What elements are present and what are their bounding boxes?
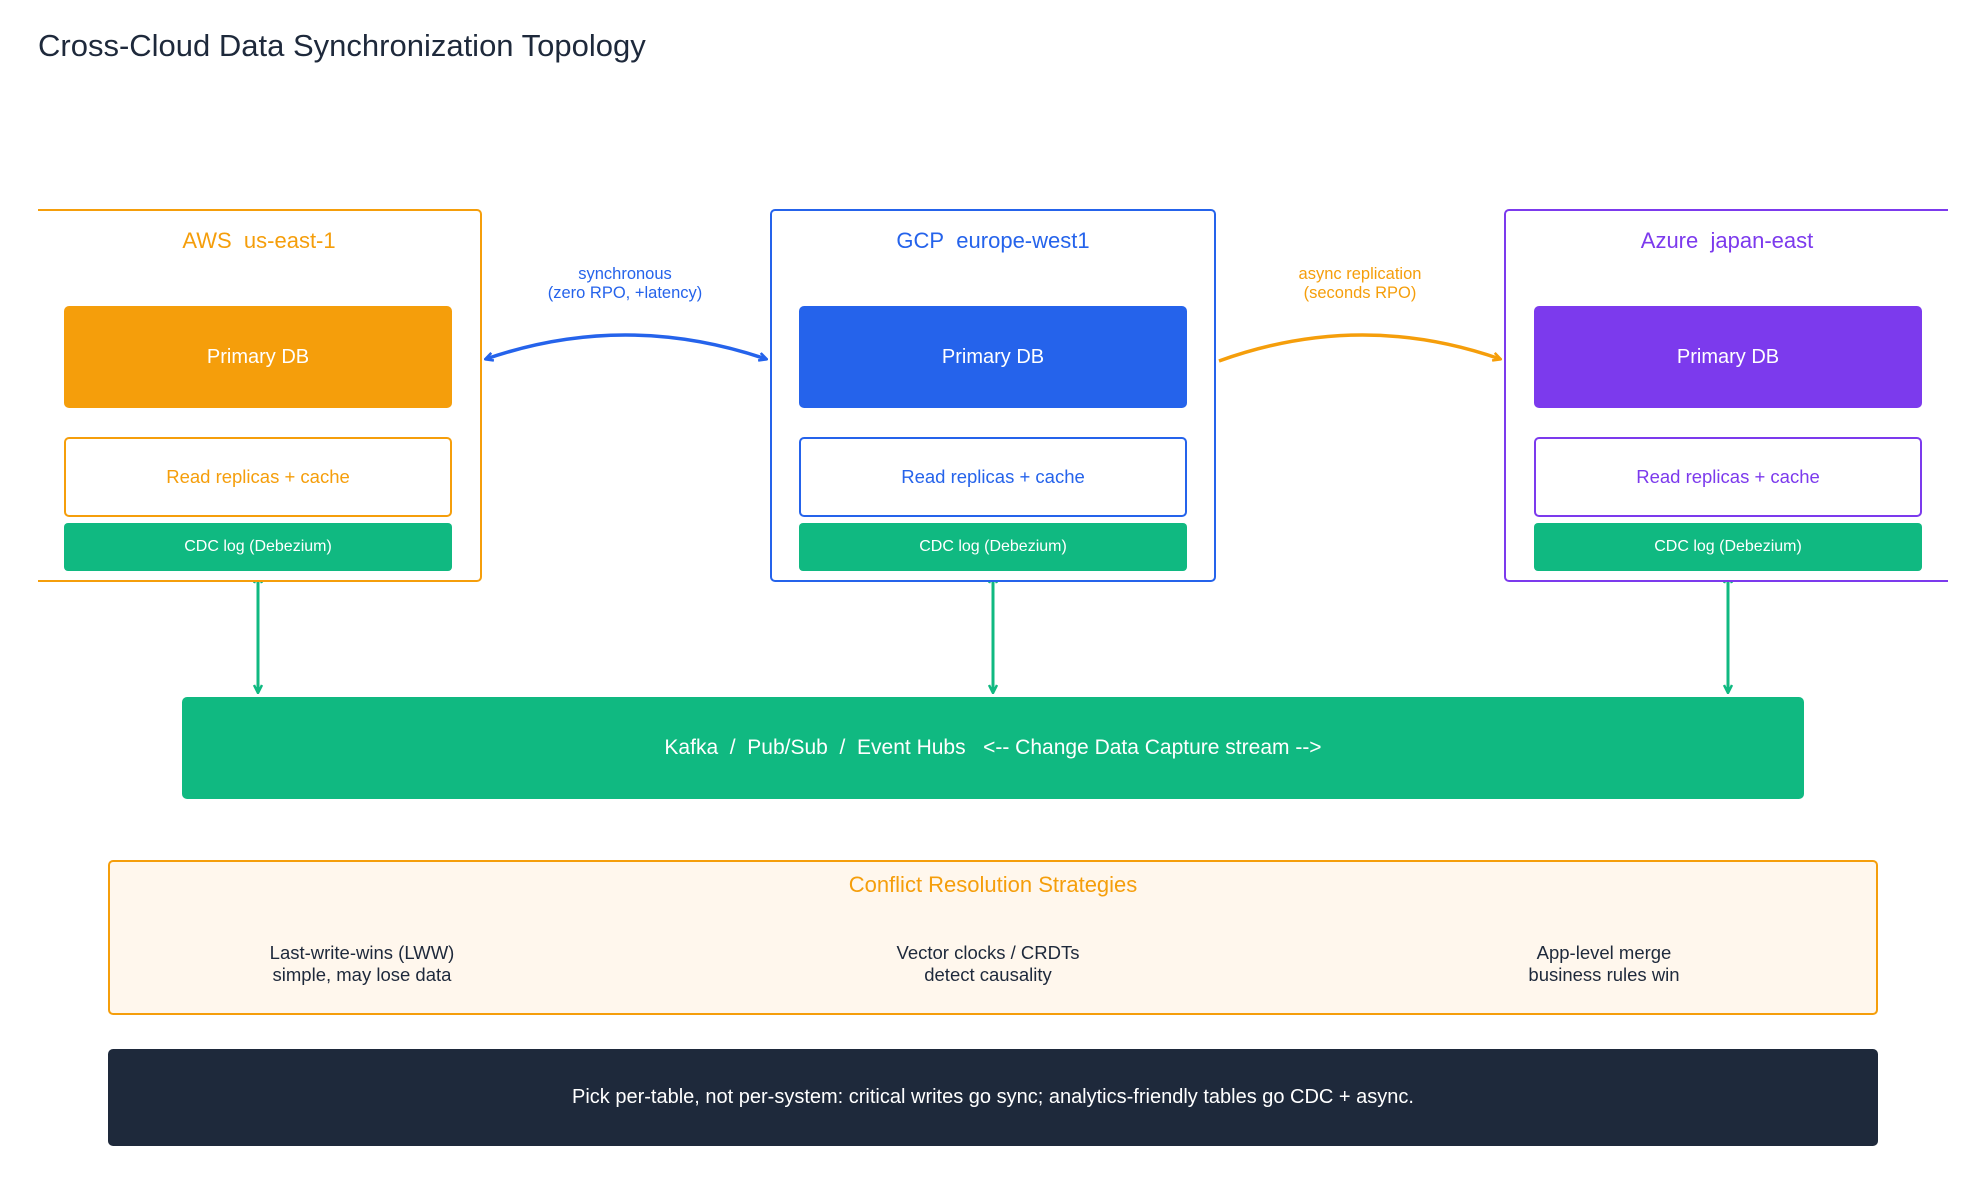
strategy-lww-note: simple, may lose data <box>272 964 452 985</box>
strategy-app-merge-note: business rules win <box>1528 964 1680 985</box>
azure-cdc-log: CDC log (Debezium) <box>1534 523 1922 571</box>
gcp-read-replicas: Read replicas + cache <box>799 437 1187 517</box>
async-link-arrow <box>1218 333 1500 363</box>
aws-cdc-log: CDC log (Debezium) <box>64 523 452 571</box>
sync-link-arrow <box>486 333 766 359</box>
gcp-cdc-log: CDC log (Debezium) <box>799 523 1187 571</box>
strategy-crdt: Vector clocks / CRDTs detect causality <box>838 940 1138 988</box>
gcp-primary-db: Primary DB <box>799 306 1187 408</box>
sync-link-label: synchronous (zero RPO, +latency) <box>505 264 745 304</box>
strategy-lww: Last-write-wins (LWW) simple, may lose d… <box>212 940 512 988</box>
footer-recommendation: Pick per-table, not per-system: critical… <box>108 1049 1878 1146</box>
sync-link-label-line1: synchronous <box>578 265 672 283</box>
async-link-label-line2: (seconds RPO) <box>1303 284 1417 302</box>
aws-primary-db: Primary DB <box>64 306 452 408</box>
azure-read-replicas: Read replicas + cache <box>1534 437 1922 517</box>
conflict-resolution-title: Conflict Resolution Strategies <box>848 872 1138 897</box>
cdc-stream-bus: Kafka / Pub/Sub / Event Hubs <-- Change … <box>182 697 1804 799</box>
aws-read-replicas: Read replicas + cache <box>64 437 452 517</box>
region-azure-title: Azure japan-east <box>1640 228 1814 253</box>
conflict-resolution-panel: Conflict Resolution Strategies Last-writ… <box>108 860 1878 1015</box>
page-title: Cross-Cloud Data Synchronization Topolog… <box>38 28 646 63</box>
region-aws-title: AWS us-east-1 <box>182 228 336 253</box>
strategy-crdt-note: detect causality <box>924 964 1052 985</box>
async-link-label: async replication (seconds RPO) <box>1240 264 1480 304</box>
async-link-label-line1: async replication <box>1298 265 1422 283</box>
strategy-lww-name: Last-write-wins (LWW) <box>269 942 455 963</box>
strategy-app-merge: App-level merge business rules win <box>1454 940 1754 988</box>
sync-link-label-line2: (zero RPO, +latency) <box>547 284 703 302</box>
strategy-app-merge-name: App-level merge <box>1536 942 1672 963</box>
region-gcp-title: GCP europe-west1 <box>896 228 1090 253</box>
strategy-crdt-name: Vector clocks / CRDTs <box>896 942 1080 963</box>
azure-primary-db: Primary DB <box>1534 306 1922 408</box>
